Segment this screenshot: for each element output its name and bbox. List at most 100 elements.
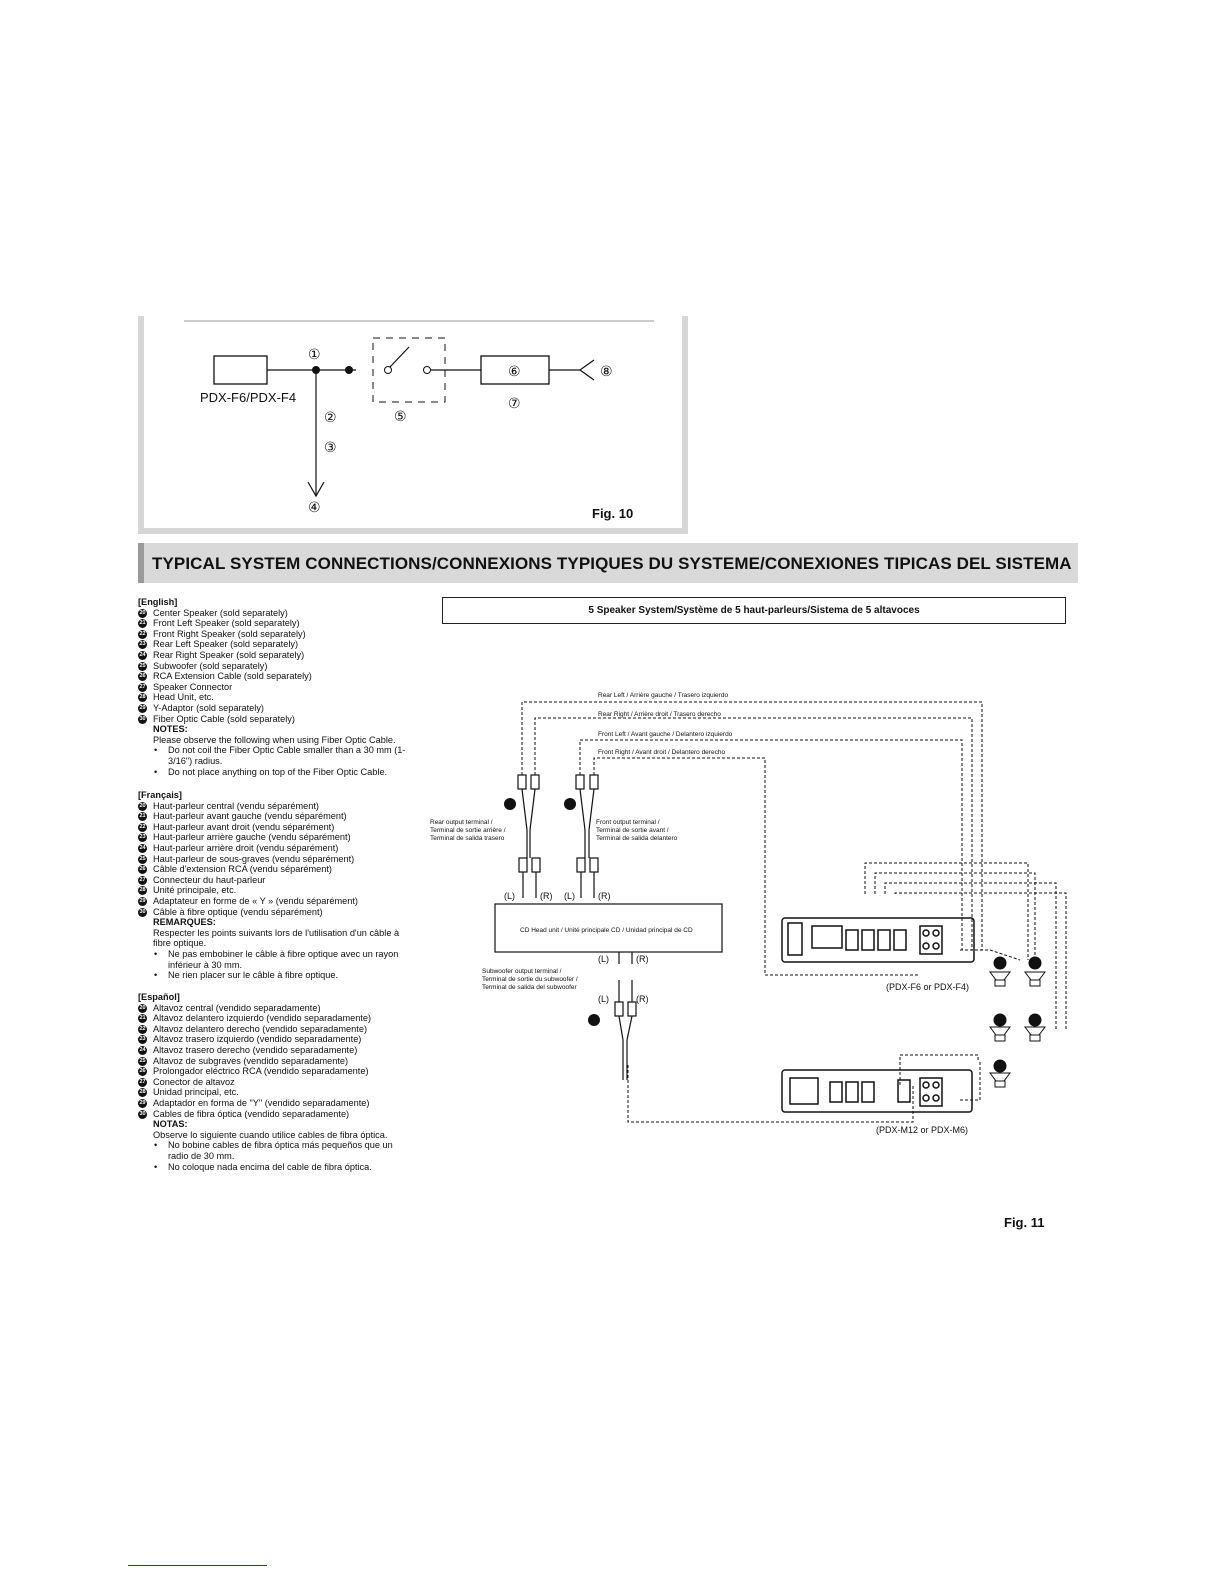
rear-out-label: Rear output terminal / <box>430 819 493 826</box>
rear-out-label: Terminal de sortie arrière / <box>430 827 506 834</box>
rear-right-label: Rear Right / Arrière droit / Trasero der… <box>598 711 721 718</box>
item-number-badge: 21 <box>138 619 147 629</box>
item-number-badge: 27 <box>138 875 147 885</box>
francais-notes-heading: REMARQUES: <box>153 917 216 928</box>
speaker-24 <box>1024 1013 1046 1042</box>
item-number-badge: 28 <box>138 1088 147 1098</box>
item-text: Cables de fibra óptica (vendido separada… <box>153 1108 350 1119</box>
marker-6: ⑥ <box>508 364 521 380</box>
section-header: TYPICAL SYSTEM CONNECTIONS/CONNEXIONS TY… <box>138 543 1078 583</box>
front-out-label: Front output terminal / <box>596 819 660 826</box>
item-number-badge: 25 <box>138 854 147 864</box>
item-number-badge: 20 <box>138 608 147 618</box>
marker-5: ⑤ <box>394 409 407 425</box>
item-number-badge: 28 <box>138 886 147 896</box>
speaker-25 <box>989 1059 1011 1088</box>
english-item: 25 Subwoofer (sold separately) <box>138 661 428 672</box>
item-number-badge: 24 <box>138 1045 147 1055</box>
marker-2: ② <box>324 410 337 426</box>
item-text: Y-Adaptor (sold separately) <box>153 702 264 713</box>
item-text: Center Speaker (sold separately) <box>153 607 288 618</box>
lr-label: (L) <box>504 891 515 901</box>
item-text: RCA Extension Cable (sold separately) <box>153 671 312 682</box>
francais-item: 27 Connecteur du haut-parleur <box>138 875 428 886</box>
item-text: Altavoz delantero derecho (vendido separ… <box>153 1023 367 1034</box>
marker-7: ⑦ <box>508 396 521 412</box>
item-text: Head Unit, etc. <box>153 692 214 703</box>
english-item: 30 Fiber Optic Cable (sold separately) <box>138 714 428 725</box>
espanol-notes-intro: Observe lo siguiente cuando utilice cabl… <box>153 1129 388 1140</box>
item-text: Subwoofer (sold separately) <box>153 660 268 671</box>
marker-8: ⑧ <box>600 364 613 380</box>
marker-1: ① <box>308 347 321 363</box>
item-text: Altavoz central (vendido separadamente) <box>153 1002 321 1013</box>
item-number-badge: 29 <box>138 703 147 713</box>
amp1-label: (PDX-F6 or PDX-F4) <box>886 982 969 992</box>
item-text: Rear Left Speaker (sold separately) <box>153 639 299 650</box>
front-out-label: Terminal de salida delantero <box>596 835 678 842</box>
espanol-bullet: No coloque nada encima del cable de fibr… <box>138 1162 428 1173</box>
sub-out-label: Subwoofer output terminal / <box>482 968 562 975</box>
francais-item: 30 Câble à fibre optique (vendu séparémen… <box>138 907 428 918</box>
item-number-badge: 22 <box>138 1024 147 1034</box>
lr-label: (R) <box>598 891 611 901</box>
speaker-22 <box>1024 956 1046 987</box>
device-label: PDX-F6/PDX-F4 <box>200 390 296 405</box>
item-text: Conector de altavoz <box>153 1076 235 1087</box>
marker-4: ④ <box>308 500 321 516</box>
front-left-label: Front Left / Avant gauche / Delantero iz… <box>598 731 733 738</box>
item-number-badge: 29 <box>138 896 147 906</box>
item-number-badge: 21 <box>138 812 147 822</box>
lr-label: (L) <box>598 954 609 964</box>
espanol-item: 28 Unidad principal, etc. <box>138 1087 428 1098</box>
item-number-badge: 25 <box>138 661 147 671</box>
amplifier-box <box>213 355 268 385</box>
item-number-badge: 30 <box>138 714 147 724</box>
item-number-badge: 27 <box>138 682 147 692</box>
english-bullet: Do not place anything on top of the Fibe… <box>138 767 428 778</box>
item-text: Haut-parleur avant gauche (vendu séparém… <box>153 811 347 822</box>
rear-out-label: Terminal de salida trasero <box>430 835 505 842</box>
francais-bullet: Ne rien placer sur le câble à fibre opti… <box>138 970 428 981</box>
item-text: Connecteur du haut-parleur <box>153 874 266 885</box>
item-number-badge: 30 <box>138 1109 147 1119</box>
item-number-badge: 30 <box>138 907 147 917</box>
item-number-badge: 26 <box>138 672 147 682</box>
item-text: Câble à fibre optique (vendu séparément) <box>153 906 323 917</box>
item-text: Unidad principal, etc. <box>153 1087 239 1098</box>
item-text: Unité principale, etc. <box>153 885 237 896</box>
lr-label: (R) <box>540 891 553 901</box>
espanol-notes-heading: NOTAS: <box>153 1119 188 1130</box>
front-right-label: Front Right / Avant droit / Delantero de… <box>598 749 725 756</box>
system-title-box: 5 Speaker System/Système de 5 haut-parle… <box>442 597 1066 624</box>
item-text: Front Right Speaker (sold separately) <box>153 628 306 639</box>
item-text: Fiber Optic Cable (sold separately) <box>153 713 295 724</box>
fig10-diagram: ① ② ③ ④ ⑤ ⑥ ⑦ ⑧ PDX-F6/PDX-F4 Fig. 10 <box>138 316 688 534</box>
english-item: 29 Y-Adaptor (sold separately) <box>138 703 428 714</box>
badge-26-left <box>504 798 516 810</box>
item-number-badge: 26 <box>138 1067 147 1077</box>
item-text: Haut-parleur avant droit (vendu séparéme… <box>153 821 335 832</box>
item-number-badge: 28 <box>138 693 147 703</box>
marker-3: ③ <box>324 440 337 456</box>
espanol-item: 30 Cables de fibra óptica (vendido separa… <box>138 1109 428 1120</box>
wiring-diagram: Rear Left / Arrière gauche / Trasero izq… <box>420 630 1080 1140</box>
amplifier-pdx-m12 <box>781 1069 973 1113</box>
item-text: Speaker Connector <box>153 681 233 692</box>
fig11-label: Fig. 11 <box>1004 1215 1045 1230</box>
sub-out-label: Terminal de sortie du subwoofer / <box>482 976 578 983</box>
item-number-badge: 29 <box>138 1098 147 1108</box>
